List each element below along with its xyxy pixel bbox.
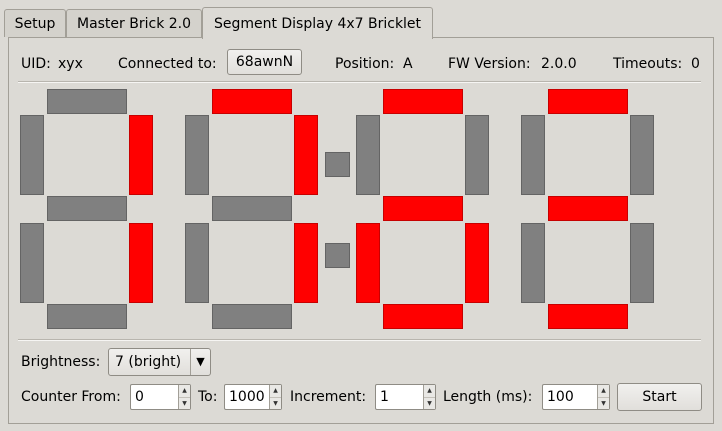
spin-down-icon[interactable]: ▼ xyxy=(270,397,281,410)
position-value: A xyxy=(403,56,413,72)
spin-down-icon[interactable]: ▼ xyxy=(179,397,190,410)
segment-b[interactable] xyxy=(294,115,318,195)
segment-d[interactable] xyxy=(548,304,628,329)
segment-c[interactable] xyxy=(129,223,153,303)
segment-a[interactable] xyxy=(212,89,292,114)
segment-g[interactable] xyxy=(47,196,127,221)
counter-to-spinbox[interactable]: 1000 ▲ ▼ xyxy=(224,384,282,410)
spin-up-icon[interactable]: ▲ xyxy=(601,387,606,394)
increment-label: Increment: xyxy=(290,389,367,405)
length-spinbox[interactable]: 100 ▲ ▼ xyxy=(542,384,610,410)
counter-from-spinbox[interactable]: 0 ▲ ▼ xyxy=(130,384,191,410)
separator-bottom xyxy=(18,339,701,341)
position-label: Position: xyxy=(335,56,395,72)
segment-a[interactable] xyxy=(548,89,628,114)
length-value: 100 xyxy=(547,389,574,405)
segment-c[interactable] xyxy=(465,223,489,303)
segment-c[interactable] xyxy=(294,223,318,303)
segment-g[interactable] xyxy=(548,196,628,221)
length-label: Length (ms): xyxy=(443,389,533,405)
tab-setup[interactable]: Setup xyxy=(4,9,66,37)
segment-c[interactable] xyxy=(630,223,654,303)
start-button[interactable]: Start xyxy=(617,383,702,411)
counter-from-label: Counter From: xyxy=(21,389,121,405)
spin-up-icon[interactable]: ▲ xyxy=(182,387,187,394)
spin-down-icon[interactable]: ▼ xyxy=(598,397,609,410)
timeouts-label: Timeouts: xyxy=(613,56,683,72)
segment-d[interactable] xyxy=(383,304,463,329)
segment-d[interactable] xyxy=(47,304,127,329)
brightness-label: Brightness: xyxy=(21,354,101,370)
uid-label: UID: xyxy=(21,56,51,72)
tab-segment-display[interactable]: Segment Display 4x7 Bricklet xyxy=(202,7,433,39)
uid-value: xyx xyxy=(58,56,83,72)
increment-spinbox[interactable]: 1 ▲ ▼ xyxy=(375,384,436,410)
connected-brick-button[interactable]: 68awnN xyxy=(227,49,302,75)
chevron-down-icon[interactable]: ▼ xyxy=(190,349,210,375)
timeouts-value: 0 xyxy=(691,56,700,72)
segment-e[interactable] xyxy=(185,223,209,303)
tab-bar: Setup Master Brick 2.0 Segment Display 4… xyxy=(0,0,722,39)
segment-b[interactable] xyxy=(465,115,489,195)
segment-f[interactable] xyxy=(521,115,545,195)
segment-b[interactable] xyxy=(630,115,654,195)
spin-up-icon[interactable]: ▲ xyxy=(427,387,432,394)
segment-a[interactable] xyxy=(47,89,127,114)
tab-master-brick[interactable]: Master Brick 2.0 xyxy=(66,9,202,37)
brightness-value: 7 (bright) xyxy=(115,354,182,370)
segment-f[interactable] xyxy=(185,115,209,195)
connected-label: Connected to: xyxy=(118,56,217,72)
segment-b[interactable] xyxy=(129,115,153,195)
segment-g[interactable] xyxy=(212,196,292,221)
counter-from-value: 0 xyxy=(135,389,144,405)
spin-down-icon[interactable]: ▼ xyxy=(424,397,435,410)
fw-version-label: FW Version: xyxy=(448,56,531,72)
counter-to-value: 1000 xyxy=(229,389,265,405)
segment-f[interactable] xyxy=(20,115,44,195)
fw-version-value: 2.0.0 xyxy=(541,56,577,72)
separator-top xyxy=(18,81,701,83)
segment-a[interactable] xyxy=(383,89,463,114)
segment-e[interactable] xyxy=(356,223,380,303)
colon-top-dot[interactable] xyxy=(325,152,350,177)
increment-value: 1 xyxy=(380,389,389,405)
segment-f[interactable] xyxy=(356,115,380,195)
segment-d[interactable] xyxy=(212,304,292,329)
brightness-select[interactable]: 7 (bright) ▼ xyxy=(108,348,211,376)
colon-bottom-dot[interactable] xyxy=(325,243,350,268)
counter-to-label: To: xyxy=(198,389,218,405)
spin-up-icon[interactable]: ▲ xyxy=(273,387,278,394)
segment-g[interactable] xyxy=(383,196,463,221)
segment-e[interactable] xyxy=(521,223,545,303)
segment-e[interactable] xyxy=(20,223,44,303)
